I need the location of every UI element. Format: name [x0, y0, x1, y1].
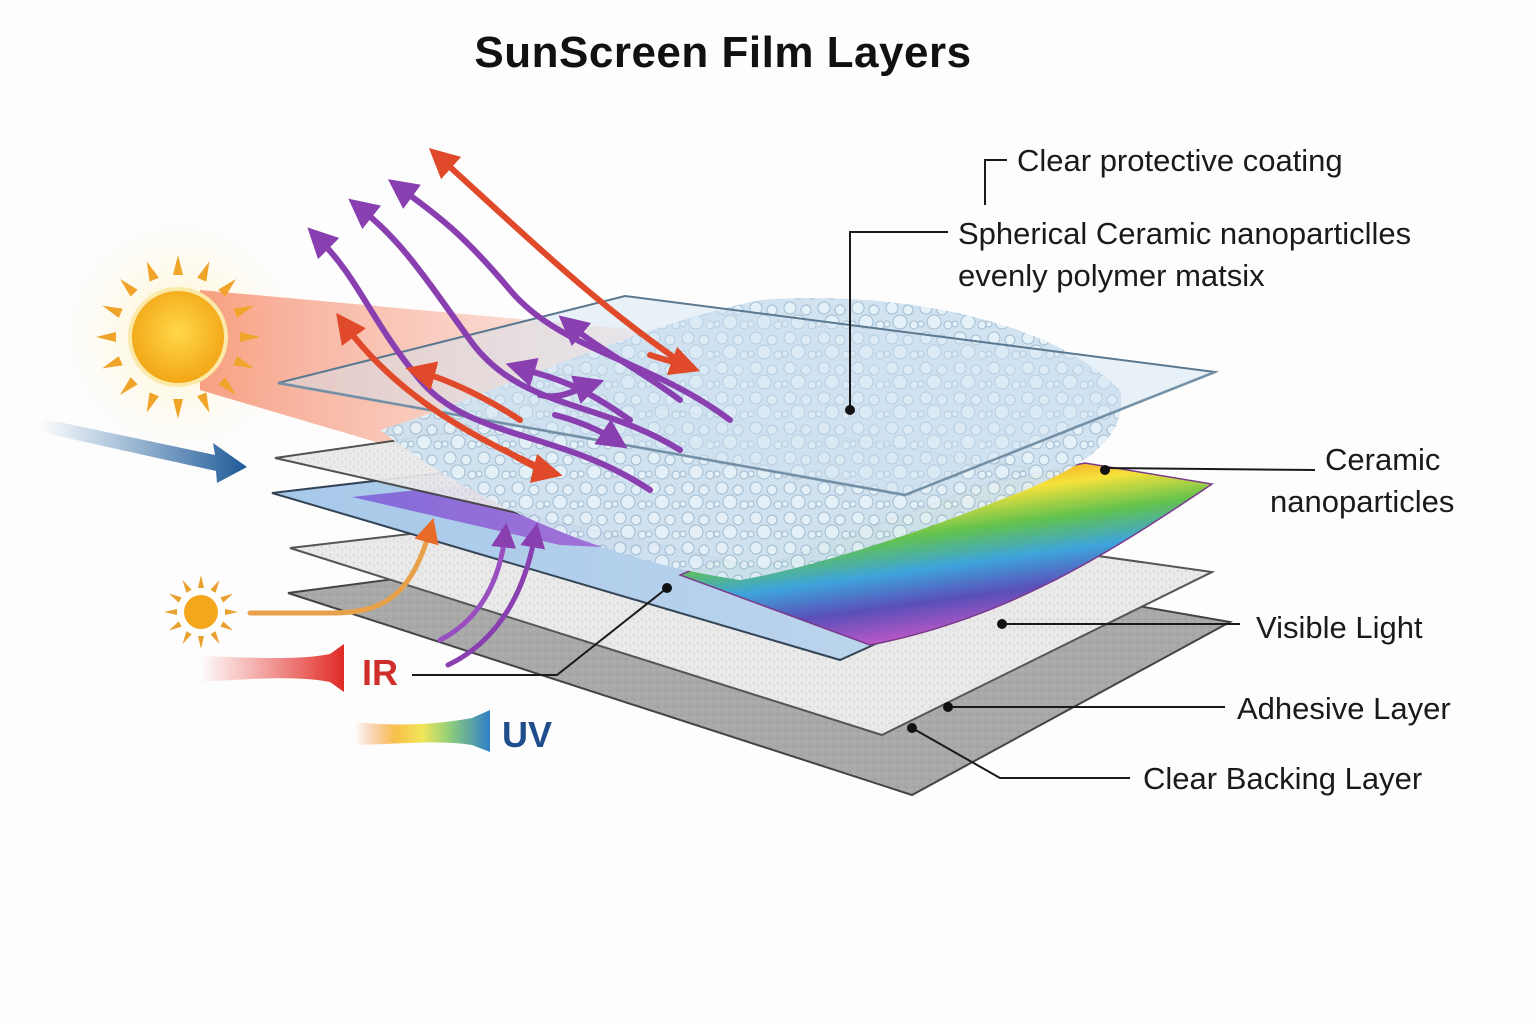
reflected-ir-arrows: [336, 147, 701, 483]
diagram-title: SunScreen Film Layers: [474, 28, 972, 77]
label-spherical-line1: Spherical Ceramic nanoparticlles: [958, 216, 1412, 251]
nanoparticle-bubbles: [380, 298, 1122, 580]
leader-dots: [662, 405, 1110, 733]
label-ceramic-line2: nanoparticles: [1270, 484, 1455, 519]
label-adhesive-layer: Adhesive Layer: [1237, 691, 1451, 726]
ir-beam-icon: [200, 644, 344, 692]
sun-icon: [96, 255, 260, 419]
label-visible-light: Visible Light: [1256, 610, 1423, 645]
label-clear-backing-layer: Clear Backing Layer: [1143, 761, 1423, 796]
leader-lines: [412, 159, 1316, 779]
incoming-arrow-icon: [40, 418, 247, 483]
label-spherical-line2: evenly polymer matsix: [958, 258, 1265, 293]
label-ceramic-line1: Ceramic: [1325, 442, 1441, 477]
reflected-uv-arrows: [307, 179, 733, 493]
label-uv: UV: [502, 714, 553, 755]
label-clear-protective-coating: Clear protective coating: [1017, 143, 1343, 178]
incoming-rays: [247, 517, 546, 668]
uv-beam-icon: [355, 710, 490, 752]
small-sun-icon: [164, 575, 238, 649]
label-ir: IR: [362, 652, 398, 693]
